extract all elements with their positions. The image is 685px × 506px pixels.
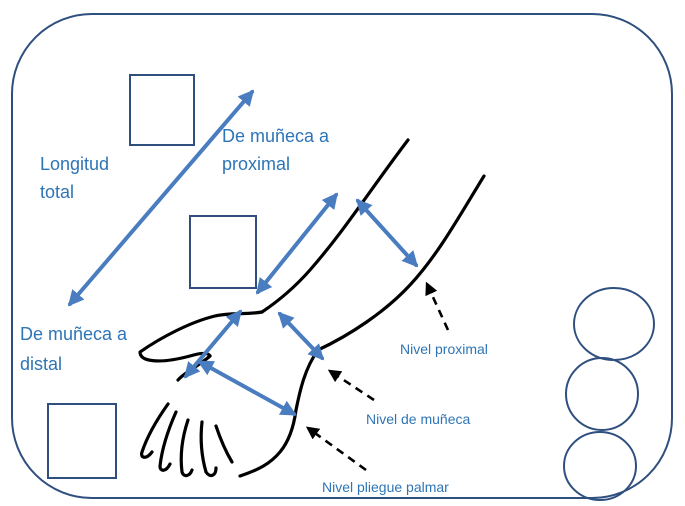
dashed-pointer-arrow-icon [425,281,450,331]
square-marker-icon [189,215,257,289]
square-marker-icon [47,403,117,479]
circle-marker-icon [563,431,637,501]
label-muneca-proximal: De muñeca a proximal [222,126,334,174]
dashed-pointer-arrow-icon [327,369,375,402]
label-nivel-proximal: Nivel proximal [400,341,488,357]
double-arrow-icon [355,198,419,268]
label-nivel-pliegue-palmar: Nivel pliegue palmar [322,479,449,495]
diagram-frame [11,13,673,499]
circle-marker-icon [565,357,639,431]
double-arrow-icon [255,192,339,295]
double-arrow-icon [183,309,243,379]
label-longitud-total: Longitud total [40,154,114,202]
circle-marker-icon [573,287,655,361]
double-arrow-icon [277,311,325,361]
square-marker-icon [129,74,195,146]
label-nivel-muneca: Nivel de muñeca [366,411,470,427]
double-arrow-icon [67,89,255,307]
label-muneca-distal: De muñeca a distal [20,324,132,374]
dashed-pointer-arrow-icon [305,426,367,472]
double-arrow-icon [197,360,297,416]
